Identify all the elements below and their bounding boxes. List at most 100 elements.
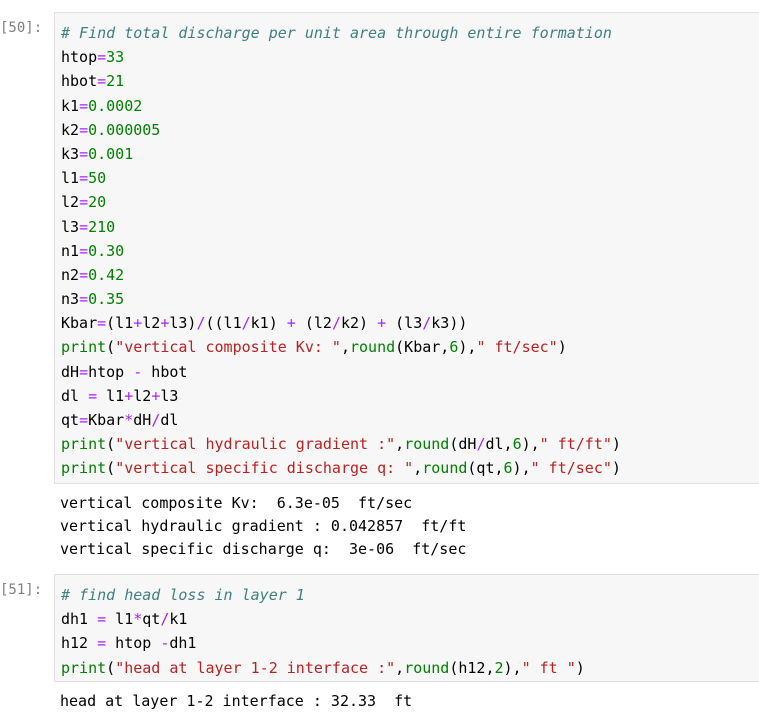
code-token: ( bbox=[106, 459, 116, 478]
code-token: k1 bbox=[61, 96, 80, 115]
code-token: = bbox=[79, 96, 89, 115]
code-token: htop bbox=[61, 48, 98, 67]
output-line: vertical specific discharge q: 3e-06 ft/… bbox=[60, 539, 467, 558]
code-token: + bbox=[124, 386, 134, 405]
code-token: " ft " bbox=[521, 658, 576, 677]
code-token: , bbox=[340, 338, 350, 357]
code-token: l3 bbox=[160, 386, 179, 405]
code-token: n2 bbox=[61, 265, 80, 284]
code-token: l2 bbox=[133, 386, 152, 405]
code-token: 0.000005 bbox=[88, 120, 161, 139]
code-token: print bbox=[61, 459, 107, 478]
code-token: l3) bbox=[169, 314, 197, 333]
code-token: = bbox=[97, 48, 107, 67]
output-line: vertical composite Kv: 6.3e-05 ft/sec bbox=[60, 494, 413, 512]
code-token: = bbox=[79, 241, 89, 260]
notebook-cell-50[interactable]: [50]: # Find total discharge per unit ar… bbox=[0, 0, 759, 565]
code-token: 20 bbox=[88, 193, 107, 212]
code-token: (l1 bbox=[106, 314, 134, 333]
code-token: l1 bbox=[97, 386, 125, 405]
code-token: , bbox=[395, 435, 405, 454]
code-line: k1=0.0002 bbox=[61, 94, 621, 118]
code-token: l1 bbox=[61, 169, 80, 188]
code-token: " ft/ft" bbox=[539, 435, 612, 454]
code-token: 6 bbox=[512, 435, 522, 454]
output-line: head at layer 1-2 interface : 32.33 ft bbox=[60, 692, 413, 710]
code-line: print("vertical specific discharge q: ",… bbox=[61, 456, 621, 480]
code-lines: # Find total discharge per unit area thr… bbox=[61, 21, 621, 481]
code-token: + bbox=[286, 314, 296, 333]
code-token: * bbox=[124, 411, 134, 429]
code-token: = bbox=[97, 610, 107, 629]
code-token: dH bbox=[61, 362, 80, 381]
code-token: print bbox=[61, 338, 107, 357]
code-token: / bbox=[476, 435, 486, 454]
code-token: ), bbox=[458, 338, 477, 357]
code-token: = bbox=[79, 290, 89, 309]
code-token: 2 bbox=[494, 658, 504, 677]
code-token: n3 bbox=[61, 290, 80, 309]
code-token: * bbox=[133, 610, 143, 629]
code-token: l1 bbox=[106, 610, 134, 629]
code-token: = bbox=[97, 314, 107, 333]
code-line: n3=0.35 bbox=[61, 287, 621, 311]
code-token: ( bbox=[106, 435, 116, 454]
code-token: ), bbox=[512, 459, 531, 478]
code-token: = bbox=[88, 386, 98, 405]
code-token: + bbox=[160, 314, 170, 333]
code-token: print bbox=[61, 658, 107, 677]
cell-output: head at layer 1-2 interface : 32.33 ft bbox=[60, 690, 412, 713]
code-token: = bbox=[79, 411, 89, 429]
code-token: / bbox=[151, 411, 161, 429]
code-token: Kbar bbox=[61, 314, 98, 333]
code-token: (qt, bbox=[467, 459, 504, 478]
code-token: 0.0002 bbox=[88, 96, 143, 115]
code-token: k2 bbox=[61, 120, 80, 139]
code-token: = bbox=[79, 217, 89, 236]
code-token: "head at layer 1-2 interface :" bbox=[115, 658, 396, 677]
code-token: l2 bbox=[142, 314, 161, 333]
code-token: 6 bbox=[503, 459, 513, 478]
code-token: 210 bbox=[88, 217, 116, 236]
code-token: (Kbar, bbox=[395, 338, 450, 357]
code-token: dl bbox=[160, 411, 179, 429]
code-token: = bbox=[79, 144, 89, 163]
code-line: n2=0.42 bbox=[61, 263, 621, 287]
code-token: / bbox=[241, 314, 251, 333]
code-token: = bbox=[97, 634, 107, 653]
code-token: 33 bbox=[106, 48, 125, 67]
code-line: l1=50 bbox=[61, 166, 621, 190]
code-token: h12 bbox=[61, 634, 98, 653]
code-line: l2=20 bbox=[61, 190, 621, 214]
code-token: - bbox=[133, 362, 143, 381]
code-token: dh1 bbox=[169, 634, 197, 653]
code-token: ( bbox=[106, 658, 116, 677]
code-token: + bbox=[151, 386, 161, 405]
code-token: = bbox=[79, 362, 89, 381]
code-token: ( bbox=[106, 338, 116, 357]
code-token: 21 bbox=[106, 72, 125, 91]
code-token: = bbox=[97, 72, 107, 91]
code-token: k3 bbox=[61, 144, 80, 163]
code-line: h12 = htop -dh1 bbox=[61, 631, 585, 655]
code-input-area[interactable]: # Find total discharge per unit area thr… bbox=[54, 12, 759, 484]
code-token: k3)) bbox=[431, 314, 468, 333]
code-line: # Find total discharge per unit area thr… bbox=[61, 21, 621, 45]
code-token: 0.35 bbox=[88, 290, 125, 309]
code-line: qt=Kbar*dH/dl bbox=[61, 408, 621, 432]
code-line: dH=htop - hbot bbox=[61, 360, 621, 384]
code-token: = bbox=[79, 169, 89, 188]
code-token: ((l1 bbox=[205, 314, 242, 333]
code-token: (dH bbox=[449, 435, 477, 454]
code-token: 6 bbox=[449, 338, 459, 357]
code-token: round bbox=[422, 459, 468, 478]
code-token: (l2 bbox=[295, 314, 332, 333]
code-token: ) bbox=[557, 338, 567, 357]
code-token: = bbox=[79, 265, 89, 284]
code-token: / bbox=[160, 610, 170, 629]
code-token: htop bbox=[88, 362, 134, 381]
code-token: " ft/sec" bbox=[476, 338, 558, 357]
code-line: dh1 = l1*qt/k1 bbox=[61, 607, 585, 631]
